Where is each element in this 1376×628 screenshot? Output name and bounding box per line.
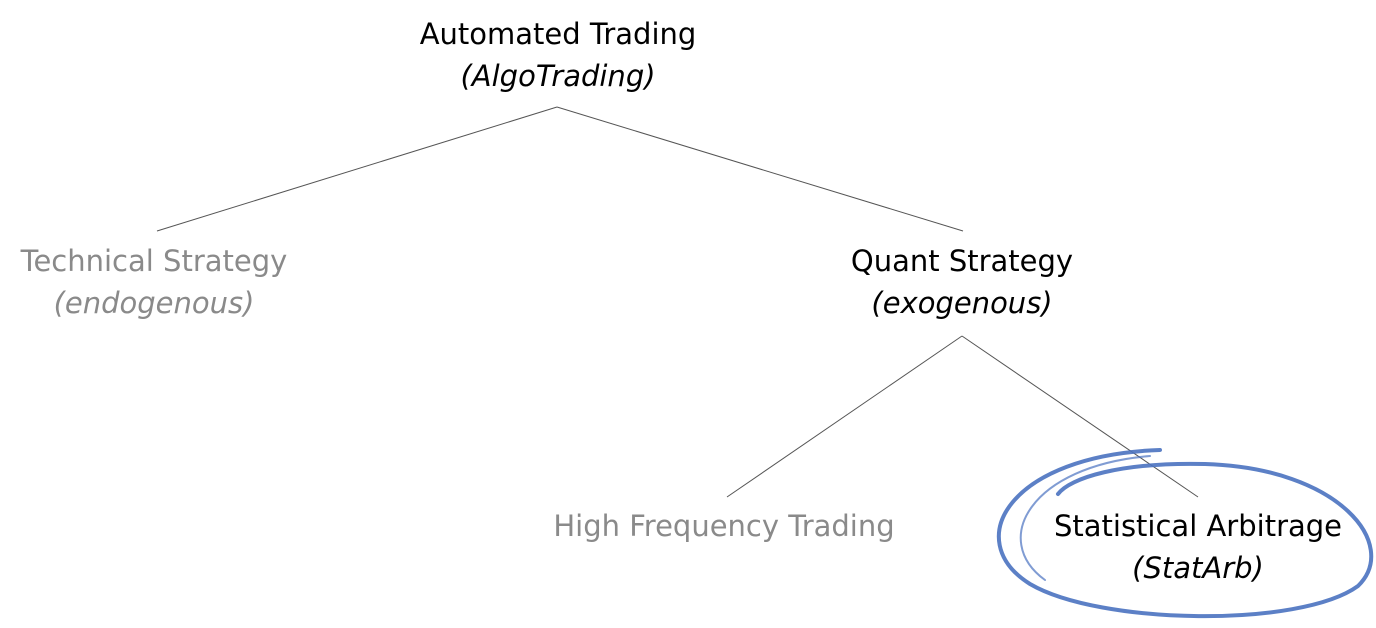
edge-quant-statarb (961, 335, 1199, 498)
node-statistical-arbitrage: Statistical Arbitrage (StatArb) (1038, 505, 1358, 589)
node-subtitle: (AlgoTrading) (460, 59, 656, 93)
edge-root-technical (156, 106, 558, 232)
edge-root-quant (556, 106, 964, 232)
node-quant-strategy: Quant Strategy (exogenous) (812, 240, 1112, 324)
node-high-frequency-trading: High Frequency Trading (542, 505, 906, 547)
node-title: Statistical Arbitrage (1053, 509, 1343, 543)
node-subtitle: (exogenous) (871, 286, 1053, 320)
edge-quant-hft (726, 335, 963, 498)
node-automated-trading: Automated Trading (AlgoTrading) (398, 13, 718, 97)
node-title: Quant Strategy (850, 244, 1074, 278)
node-subtitle: (StatArb) (1132, 551, 1264, 585)
node-subtitle: (endogenous) (53, 286, 255, 320)
node-title: Technical Strategy (20, 244, 288, 278)
node-title: High Frequency Trading (553, 509, 895, 543)
node-technical-strategy: Technical Strategy (endogenous) (4, 240, 304, 324)
node-title: Automated Trading (419, 17, 697, 51)
highlight-circle (996, 448, 1374, 619)
